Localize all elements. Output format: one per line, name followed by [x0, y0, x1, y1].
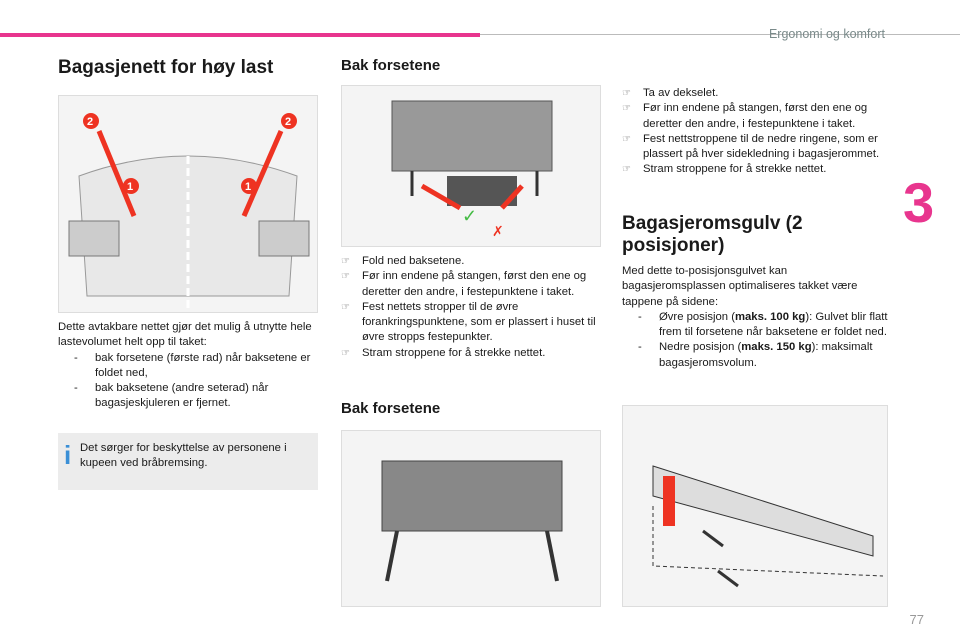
list-item: -bak baksetene (andre seterad) når bagas…: [74, 382, 269, 410]
pointing-hand-icon: ☞: [622, 133, 631, 145]
pointing-hand-icon: ☞: [341, 301, 350, 313]
car-interior-drawing: 2 2 1 1: [68, 113, 310, 311]
section-title: Ergonomi og komfort: [768, 27, 885, 41]
pointing-hand-icon: ☞: [622, 164, 631, 176]
pointing-hand-icon: ☞: [622, 88, 631, 99]
heading-bak-forsetene-2: Bak forsetene: [341, 400, 441, 417]
svg-text:2: 2: [87, 116, 93, 128]
left-body: Dette avtakbare nettet gjør det mulig å …: [58, 320, 320, 412]
list-item: ☞Før inn endene på stangen, først den en…: [341, 270, 587, 298]
chapter-color-bar: [0, 33, 480, 37]
svg-text:✓: ✓: [462, 206, 477, 226]
floor-positions-illustration: [622, 405, 888, 607]
chapter-number: 3: [903, 171, 935, 234]
list-item: ☞Stram stroppene for å strekke nettet.: [622, 162, 886, 177]
net-behind-rear-seats-illustration: [341, 430, 601, 607]
svg-text:1: 1: [127, 181, 133, 193]
pointing-hand-icon: ☞: [341, 271, 350, 283]
info-icon: i: [64, 440, 72, 470]
svg-text:2: 2: [285, 116, 291, 128]
header-rule: [480, 34, 960, 35]
page-title: Bagasjenett for høy last: [58, 57, 274, 78]
list-item: -Nedre posisjon (maks. 150 kg): maksimal…: [638, 341, 873, 369]
list-item: ☞Ta av dekselet.: [622, 86, 886, 101]
list-item: ☞Før inn endene på stangen, først den en…: [622, 102, 868, 130]
list-item: ☞Fest nettets stropper til de øvre foran…: [341, 300, 596, 344]
list-item: -Øvre posisjon (maks. 100 kg): Gulvet bl…: [638, 310, 888, 339]
net-behind-front-seats-illustration: ✓✗: [341, 85, 601, 247]
page-number: 77: [909, 612, 924, 627]
right-steps: ☞Ta av dekselet. ☞Før inn endene på stan…: [622, 86, 886, 178]
list-item: -bak forsetene (første rad) når bakseten…: [74, 351, 311, 379]
pointing-hand-icon: ☞: [622, 103, 631, 115]
net-installation-illustration: 2 2 1 1: [58, 95, 318, 313]
info-box: i Det sørger for beskyttelse av personen…: [58, 433, 318, 490]
list-item: ☞Fold ned baksetene.: [341, 254, 603, 269]
heading-bak-forsetene: Bak forsetene: [341, 57, 441, 74]
middle-steps: ☞Fold ned baksetene. ☞Før inn endene på …: [341, 254, 603, 361]
right-body: Med dette to-posisjonsgulvet kan bagasje…: [622, 264, 888, 371]
list-item: ☞Fest nettstroppene til de nedre ringene…: [622, 132, 880, 161]
svg-text:✗: ✗: [492, 223, 504, 239]
pointing-hand-icon: ☞: [341, 256, 350, 267]
pointing-hand-icon: ☞: [341, 347, 350, 359]
svg-text:1: 1: [245, 181, 251, 193]
intro-text: Dette avtakbare nettet gjør det mulig å …: [58, 321, 312, 349]
heading-floor: Bagasjeromsgulv (2 posisjoner): [622, 213, 803, 256]
list-item: ☞Stram stroppene for å strekke nettet.: [341, 346, 603, 361]
